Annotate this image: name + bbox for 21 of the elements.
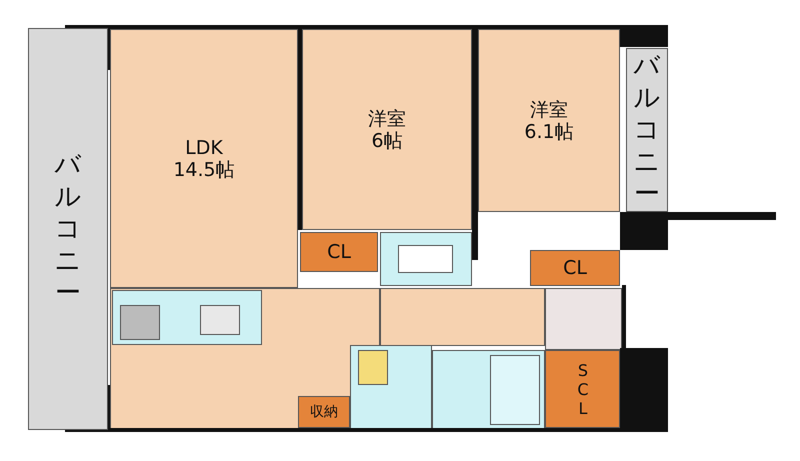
- room-label: CL: [563, 257, 587, 279]
- room-label: 洋室: [530, 98, 568, 120]
- room-label: SCL: [572, 360, 594, 418]
- room-label: 14.5帖: [173, 158, 235, 180]
- room-label: 洋室: [368, 108, 406, 130]
- bedroom: [302, 29, 472, 230]
- room-label: CL: [327, 241, 351, 263]
- closet: [530, 250, 620, 286]
- room-label: 6帖: [371, 130, 403, 152]
- room-label: バルコニー: [54, 149, 82, 309]
- bedroom: [478, 29, 620, 212]
- living-room: [110, 29, 298, 288]
- room-label: バルコニー: [633, 50, 661, 210]
- storage: [298, 396, 350, 428]
- balcony: [626, 48, 668, 212]
- closet: [300, 232, 378, 272]
- shoe-closet: [545, 350, 620, 428]
- room-label: LDK: [185, 136, 223, 158]
- room-label: 6.1帖: [524, 120, 574, 142]
- balcony: [28, 28, 108, 430]
- room-label: 収納: [310, 403, 338, 422]
